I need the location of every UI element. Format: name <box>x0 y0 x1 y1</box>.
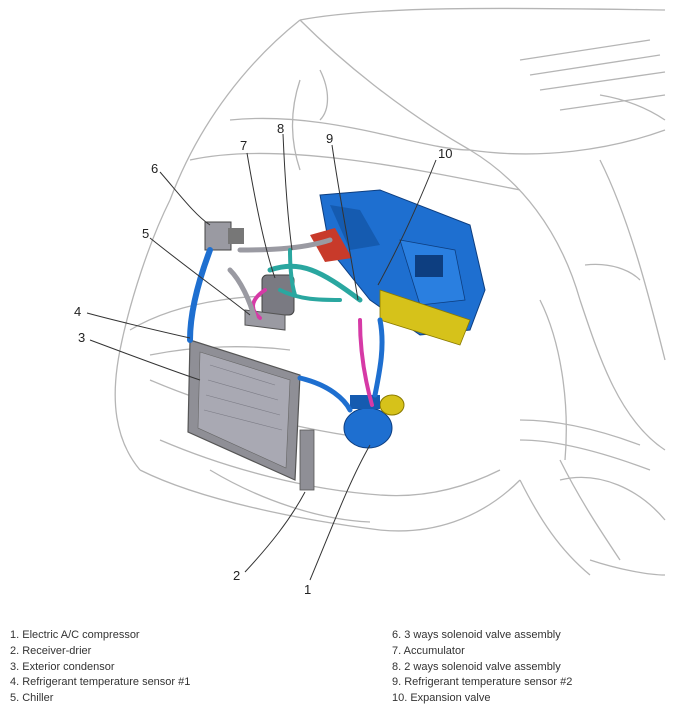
legend-right: 6. 3 ways solenoid valve assembly 7. Acc… <box>392 628 572 707</box>
leader-lines <box>86 133 437 581</box>
legend-item-2: 2. Receiver-drier <box>10 644 92 657</box>
three-way-solenoid-valve <box>204 221 244 251</box>
refrigerant-hoses <box>187 237 385 413</box>
legend-item-1: 1. Electric A/C compressor <box>10 629 140 641</box>
components <box>187 189 486 491</box>
legend-item-8: 8. 2 ways solenoid valve assembly <box>392 660 561 673</box>
legend-left: 1. Electric A/C compressor 2. Receiver-d… <box>10 628 190 707</box>
callout-4: 4 <box>74 304 81 319</box>
legend-item-3: 3. Exterior condensor <box>10 660 115 673</box>
legend-item-6: 6. 3 ways solenoid valve assembly <box>392 629 561 641</box>
legend-item-9: 9. Refrigerant temperature sensor #2 <box>392 676 573 689</box>
callout-1: 1 <box>304 582 311 597</box>
callout-numbers: 1 2 3 4 5 6 7 8 9 10 <box>74 121 452 597</box>
callout-2: 2 <box>233 568 240 583</box>
callout-7: 7 <box>240 138 247 153</box>
exterior-condenser <box>187 339 315 491</box>
callout-3: 3 <box>78 330 85 345</box>
callout-8: 8 <box>277 121 284 136</box>
legend-item-4: 4. Refrigerant temperature sensor #1 <box>10 676 191 689</box>
callout-5: 5 <box>142 226 149 241</box>
electric-ac-compressor <box>343 394 405 449</box>
legend-item-7: 7. Accumulator <box>392 644 465 657</box>
callout-10: 10 <box>438 146 452 161</box>
callout-6: 6 <box>151 161 158 176</box>
vehicle-outline <box>114 7 666 576</box>
ac-system-diagram: 1 2 3 4 5 6 7 8 9 10 <box>74 7 666 597</box>
callout-9: 9 <box>326 131 333 146</box>
legend-item-10: 10. Expansion valve <box>392 692 491 705</box>
hvac-module <box>310 189 486 346</box>
legend-item-5: 5. Chiller <box>10 692 54 705</box>
